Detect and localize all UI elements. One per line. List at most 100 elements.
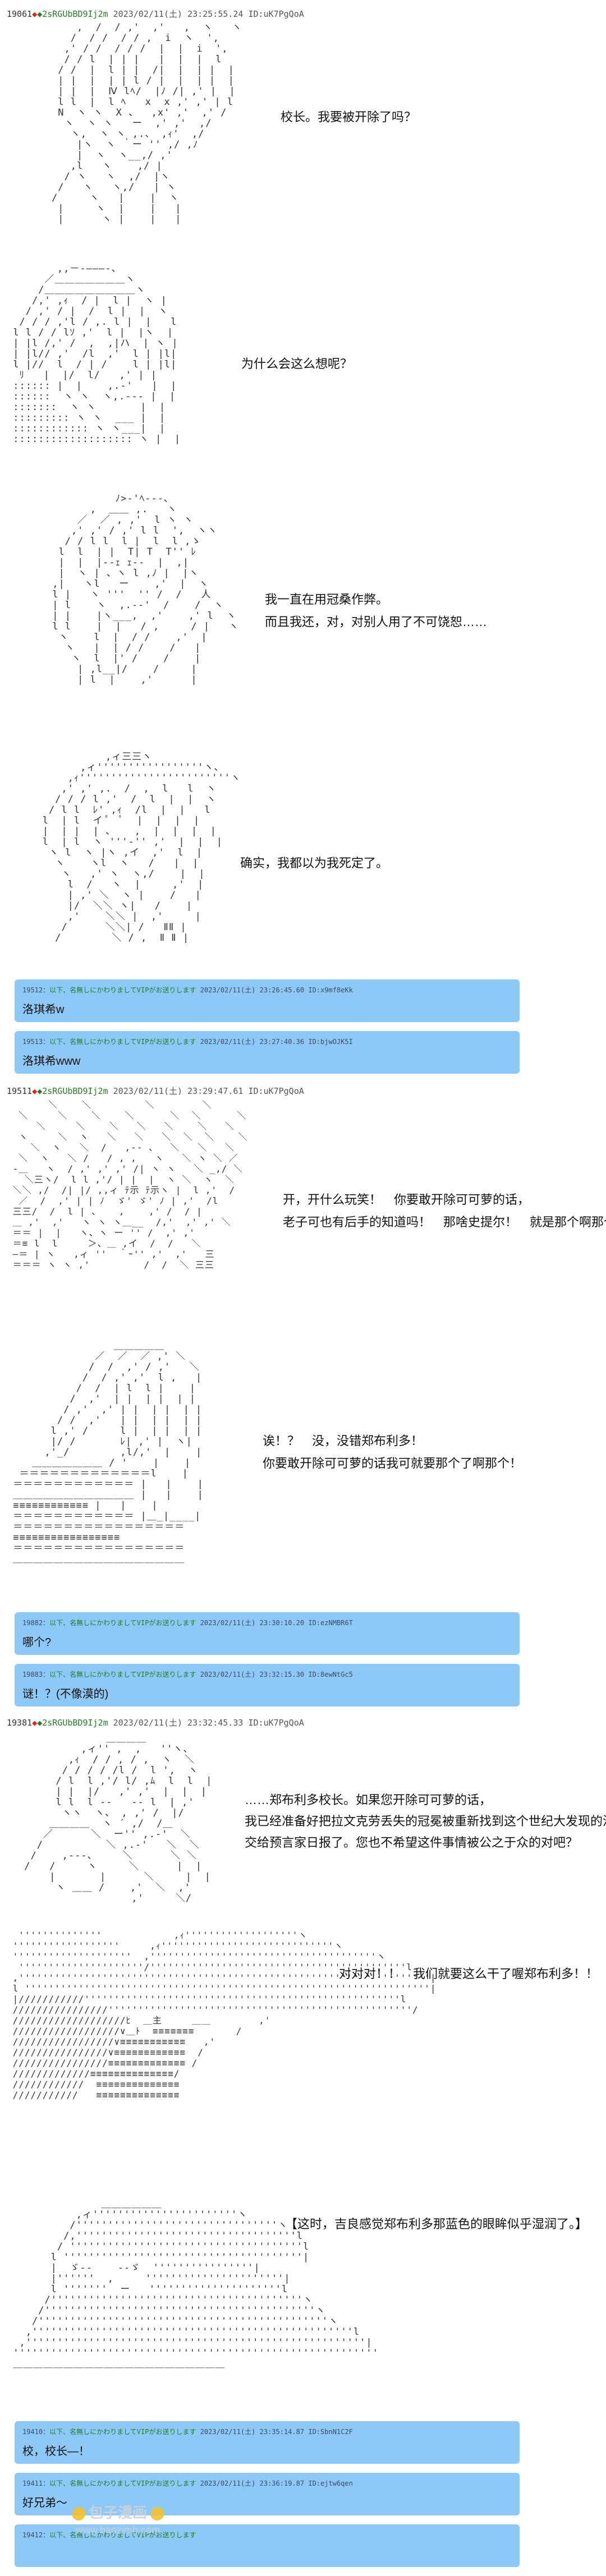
ascii-art-figure: ＼ ＼ ＼ ＼ ＼ ＼ ＼ ＼ ＼ ＼ ＼ ＼ ＼ ＼ ＼ ＼ ＼ ＼ ヽ ＼ … bbox=[12, 1100, 248, 1270]
aa-panel-4: ,ィ三三ヽ ,ィ'''''''''''''''''ヽ、 ,ｨ''''''''''… bbox=[7, 752, 599, 965]
reply-text: 洛琪希www bbox=[22, 1055, 81, 1068]
reply-meta: 19513：以下、名無しにかわりましてVIPがお送りします 2023/02/11… bbox=[22, 1038, 353, 1046]
post-header: 19061◆◆2sRGUbBD9Ij2m 2023/02/11(土) 23:25… bbox=[7, 8, 304, 20]
aa-panel-2: ,,－‐―――-、 ／＿＿＿＿＿＿＿ヽ /＿＿＿＿＿＿＿＿＿ヽ /,' ,ｨ /… bbox=[7, 264, 599, 477]
reply-date: 2023/02/11(土) 23:26:45.60 bbox=[200, 986, 305, 994]
speech-text: ……郑布利多校长。如果您开除可可萝的话， bbox=[245, 1793, 492, 1807]
reply-post: 19512：以下、名無しにかわりましてVIPがお送りします 2023/02/11… bbox=[15, 979, 520, 1022]
reply-date: 2023/02/11(土) 23:36:19.87 bbox=[200, 2480, 305, 2487]
reply-post: 19412：以下、名無しにかわりましてVIPがお送りします bbox=[15, 2524, 520, 2567]
reply-number[interactable]: 19512 bbox=[22, 986, 43, 994]
watermark-logo-icon bbox=[71, 2507, 85, 2521]
watermark-url[interactable]: www.baozimh.com bbox=[75, 2524, 160, 2536]
trip-diamond-icon: ◆ bbox=[32, 1086, 38, 1096]
reply-id[interactable]: ID:SbnN1C2F bbox=[308, 2428, 353, 2436]
post-date: 2023/02/11(土) 23:29:47.61 bbox=[113, 1086, 244, 1096]
reply-date: 2023/02/11(土) 23:27:40.36 bbox=[200, 1038, 305, 1046]
aa-panel-7: ＿＿＿＿ ,ィ'' , , ''ヽ、 ,ｨ / / , / , ヽ ＼ / / … bbox=[7, 1733, 606, 1924]
ascii-art-figure: ＿＿＿＿ ,ィ'' , , ''ヽ、 ,ｨ / / , / , ヽ ＼ / / … bbox=[24, 1733, 213, 1904]
reply-name: 以下、名無しにかわりましてVIPがお送りします bbox=[49, 1038, 196, 1046]
reply-number[interactable]: 19411 bbox=[22, 2480, 43, 2487]
speech-text: 确实，我都以为我死定了。 bbox=[240, 856, 389, 870]
poster-name[interactable]: ◆2sRGUbBD9Ij2m bbox=[37, 1086, 108, 1096]
trip-diamond-icon: ◆ bbox=[32, 1718, 38, 1728]
speech-text: 你要敢开除可可萝的话我可就要那个了啊那个！ bbox=[263, 1456, 522, 1470]
reply-date: 2023/02/11(土) 23:30:10.20 bbox=[200, 1619, 305, 1627]
aa-panel-1: , / / ,' ,' , ヽ ヽ / / / / / , i ヽ ', ,' … bbox=[7, 22, 599, 247]
reply-text: 好兄弟～ bbox=[22, 2497, 67, 2509]
reply-date: 2023/02/11(土) 23:35:14.87 bbox=[200, 2428, 305, 2436]
speech-text: 为什么会这么想呢？ bbox=[241, 357, 353, 371]
post-number[interactable]: 19511 bbox=[7, 1086, 33, 1096]
speech-text: 老子可也有后手的知道吗！ 那啥史提尔！ 就是那个啊那个！ bbox=[283, 1215, 606, 1229]
watermark-logo-icon bbox=[150, 2507, 164, 2521]
reply-post: 19410：以下、名無しにかわりましてVIPがお送りします 2023/02/11… bbox=[15, 2421, 520, 2464]
post-header: 19511◆◆2sRGUbBD9Ij2m 2023/02/11(土) 23:29… bbox=[7, 1085, 304, 1097]
reply-number[interactable]: 19513 bbox=[22, 1038, 43, 1046]
poster-name[interactable]: ◆2sRGUbBD9Ij2m bbox=[37, 1718, 108, 1728]
reply-post: 19513：以下、名無しにかわりましてVIPがお送りします 2023/02/11… bbox=[15, 1031, 520, 1074]
ascii-art-figure: ﾉ>-'ﾍ-‐‐､ , ＿＿ ,. ヽ ／ ／ , ,' l ヽ ヽ ,' ,'… bbox=[52, 493, 239, 686]
reply-id[interactable]: ID:ejtw6qen bbox=[308, 2480, 353, 2487]
reply-meta: 19411：以下、名無しにかわりましてVIPがお送りします 2023/02/11… bbox=[22, 2480, 353, 2487]
speech-text: 诶！？ 没，没错郑布利多！ bbox=[263, 1434, 424, 1448]
reply-post: 19883：以下、名無しにかわりましてVIPがお送りします 2023/02/11… bbox=[15, 1664, 520, 1706]
reply-number[interactable]: 19883 bbox=[22, 1671, 43, 1678]
poster-id[interactable]: ID:uK7PgQoA bbox=[248, 1718, 304, 1728]
reply-name: 以下、名無しにかわりましてVIPがお送りします bbox=[49, 2480, 196, 2487]
reply-name: 以下、名無しにかわりましてVIPがお送りします bbox=[49, 2428, 196, 2436]
ascii-art-figure: , / / ,' ,' , ヽ ヽ / / / / / , i ヽ ', ,' … bbox=[52, 22, 242, 225]
aa-panel-3: ﾉ>-'ﾍ-‐‐､ , ＿＿ ,. ヽ ／ ／ , ,' l ヽ ヽ ,' ,'… bbox=[7, 494, 599, 729]
speech-text: 对对对！！ 我们就要这么干了喔郑布利多！！ bbox=[339, 1967, 599, 1981]
reply-post: 19411：以下、名無しにかわりましてVIPがお送りします 2023/02/11… bbox=[15, 2473, 520, 2515]
ascii-art-figure: '''''''''''''' ,ｨ'''''''''''''''''''ヽ ''… bbox=[12, 1930, 437, 2100]
speech-text: 【这时，吉良感觉郑布利多那蓝色的眼眸似乎湿润了。】 bbox=[285, 2217, 588, 2231]
poster-name[interactable]: ◆2sRGUbBD9Ij2m bbox=[37, 9, 108, 19]
trip-diamond-icon: ◆ bbox=[32, 9, 38, 19]
reply-id[interactable]: ID:bjwOJK5I bbox=[308, 1038, 353, 1046]
ascii-art-figure: ＿＿＿＿＿＿ ,ィ'''''''''''''''''''''''ヽ /'''''… bbox=[13, 2198, 379, 2370]
speech-text: 我已经准备好把拉文克劳丢失的冠冕被重新找到这个世纪大发现的消息 bbox=[245, 1814, 606, 1828]
ascii-art-figure: ＿＿＿＿＿ ／ ／ ／ ,' ＼ / / ,' / ,' ＼ / / ,' ,'… bbox=[13, 1340, 204, 1565]
site-watermark: 包子漫画 www.baozimh.com bbox=[22, 2485, 213, 2552]
reply-post: 19882：以下、名無しにかわりましてVIPがお送りします 2023/02/11… bbox=[15, 1612, 520, 1655]
reply-text: 谜！？(不像漠的) bbox=[22, 1688, 109, 1700]
ascii-art-figure: ,ィ三三ヽ ,ィ'''''''''''''''''ヽ、 ,ｨ''''''''''… bbox=[42, 751, 241, 944]
post-date: 2023/02/11(土) 23:32:45.33 bbox=[113, 1718, 244, 1728]
reply-meta: 19512：以下、名無しにかわりましてVIPがお送りします 2023/02/11… bbox=[22, 986, 353, 994]
watermark-title: 包子漫画 bbox=[68, 2501, 167, 2522]
reply-meta: 19882：以下、名無しにかわりましてVIPがお送りします 2023/02/11… bbox=[22, 1619, 353, 1627]
reply-text: 校，校长—！ bbox=[22, 2445, 90, 2458]
watermark-title-text: 包子漫画 bbox=[88, 2504, 147, 2521]
reply-id[interactable]: ID:x9mf8eKk bbox=[308, 986, 353, 994]
reply-number[interactable]: 19410 bbox=[22, 2428, 43, 2436]
reply-name: 以下、名無しにかわりましてVIPがお送りします bbox=[49, 1619, 196, 1627]
reply-meta: 19412：以下、名無しにかわりましてVIPがお送りします bbox=[22, 2531, 196, 2539]
post-number[interactable]: 19061 bbox=[7, 9, 33, 19]
poster-id[interactable]: ID:uK7PgQoA bbox=[248, 9, 304, 19]
reply-number[interactable]: 19882 bbox=[22, 1619, 43, 1627]
speech-text: 校长。我要被开除了吗？ bbox=[281, 110, 417, 124]
reply-meta: 19883：以下、名無しにかわりましてVIPがお送りします 2023/02/11… bbox=[22, 1671, 353, 1678]
post-date: 2023/02/11(土) 23:25:55.24 bbox=[113, 9, 244, 19]
reply-name: 以下、名無しにかわりましてVIPがお送りします bbox=[49, 986, 196, 994]
reply-meta: 19410：以下、名無しにかわりましてVIPがお送りします 2023/02/11… bbox=[22, 2428, 353, 2436]
reply-name: 以下、名無しにかわりましてVIPがお送りします bbox=[49, 2531, 196, 2539]
reply-text: 洛琪希w bbox=[22, 1004, 65, 1016]
ascii-art-figure: ,,－‐―――-、 ／＿＿＿＿＿＿＿ヽ /＿＿＿＿＿＿＿＿＿ヽ /,' ,ｨ /… bbox=[13, 263, 181, 445]
reply-date: 2023/02/11(土) 23:32:15.30 bbox=[200, 1671, 305, 1678]
speech-text: 交给预言家日报了。您也不希望这件事情被公之于众的对吧？ bbox=[245, 1836, 579, 1850]
reply-name: 以下、名無しにかわりましてVIPがお送りします bbox=[49, 1671, 196, 1678]
aa-panel-5: ＼ ＼ ＼ ＼ ＼ ＼ ＼ ＼ ＼ ＼ ＼ ＼ ＼ ＼ ＼ ＼ ＼ ＼ ヽ ＼ … bbox=[7, 1100, 606, 1324]
poster-id[interactable]: ID:uK7PgQoA bbox=[248, 1086, 304, 1096]
post-header: 19381◆◆2sRGUbBD9Ij2m 2023/02/11(土) 23:32… bbox=[7, 1717, 304, 1728]
reply-id[interactable]: ID:ezNMBR6T bbox=[308, 1619, 353, 1627]
reply-id[interactable]: ID:8ewNtGc5 bbox=[308, 1671, 353, 1678]
aa-panel-8: '''''''''''''' ,ｨ'''''''''''''''''''ヽ ''… bbox=[7, 1930, 599, 2193]
aa-panel-9: ＿＿＿＿＿＿ ,ィ'''''''''''''''''''''''ヽ /'''''… bbox=[7, 2199, 599, 2423]
aa-panel-6: ＿＿＿＿＿ ／ ／ ／ ,' ＼ / / ,' / ,' ＼ / / ,' ,'… bbox=[7, 1341, 599, 1588]
reply-text: 哪个? bbox=[22, 1636, 52, 1649]
reply-number[interactable]: 19412 bbox=[22, 2531, 43, 2539]
post-number[interactable]: 19381 bbox=[7, 1718, 33, 1728]
speech-text: 开，开什么玩笑！ 你要敢开除可可萝的话， bbox=[283, 1193, 530, 1207]
